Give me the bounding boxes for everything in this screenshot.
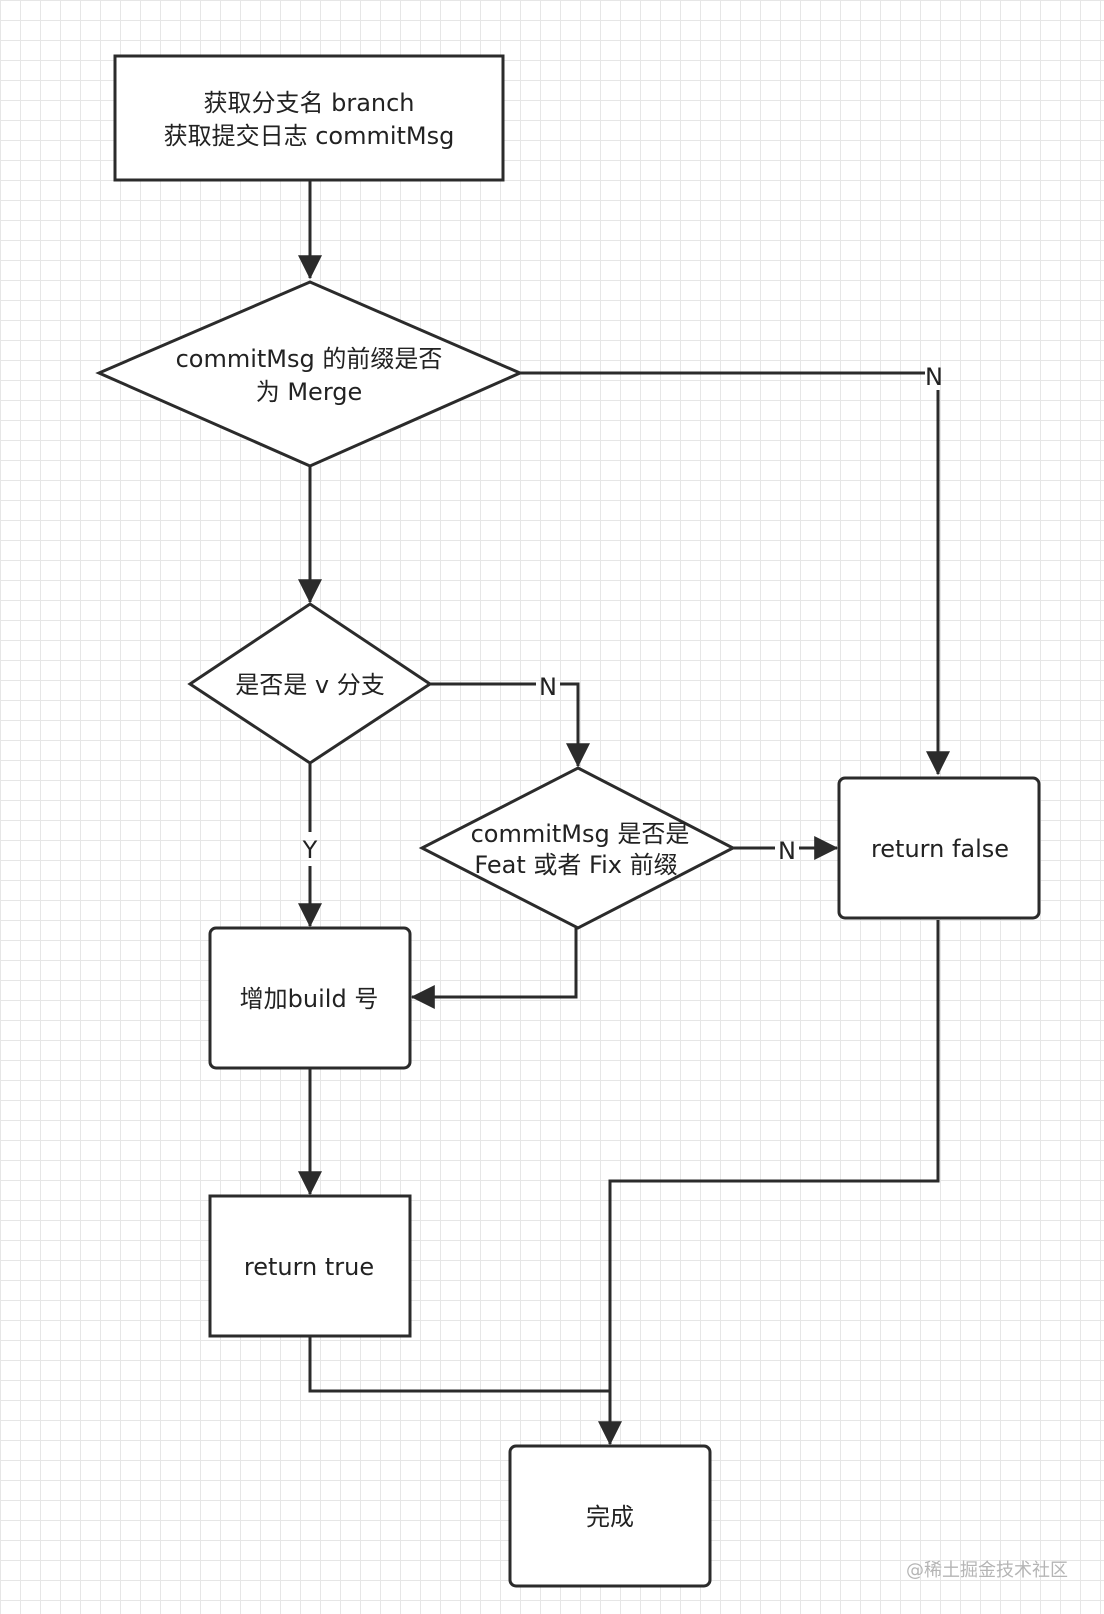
edge-label-feat-fix-no: N (778, 837, 796, 865)
node-increment-build-box (208, 926, 412, 1070)
node-check-feat-fix-diamond (418, 766, 737, 930)
node-get-info: 获取分支名 branch 获取提交日志 commitMsg (113, 54, 505, 182)
node-return-false-box (837, 776, 1041, 920)
node-return-true: return true (208, 1194, 412, 1338)
node-check-merge-line2: 为 Merge (256, 378, 363, 406)
node-check-v-branch-label: 是否是 v 分支 (235, 671, 384, 699)
node-return-true-label: return true (244, 1253, 374, 1281)
node-return-true-box (208, 1194, 412, 1338)
node-return-false-label: return false (871, 835, 1009, 863)
edge-false-to-done (598, 920, 940, 1446)
node-increment-build: 增加build 号 (208, 926, 412, 1070)
edge-vbranch-no-down (560, 682, 590, 768)
edge-label-v-branch-yes: Y (302, 836, 318, 864)
node-increment-build-label: 增加build 号 (240, 985, 379, 1013)
edge-label-merge-no: N (925, 363, 943, 391)
edge-label-v-branch-no: N (539, 673, 557, 701)
node-get-info-box (113, 54, 505, 182)
node-return-false: return false (837, 776, 1041, 920)
edge-true-to-done (308, 1336, 610, 1393)
node-check-feat-fix-line1: commitMsg 是否是 (471, 820, 690, 848)
node-check-feat-fix: commitMsg 是否是 Feat 或者 Fix 前缀 (418, 766, 737, 930)
node-check-merge-line1: commitMsg 的前缀是否 (176, 345, 443, 373)
node-check-v-branch-diamond (187, 602, 433, 765)
node-get-info-line1: 获取分支名 branch (203, 89, 414, 117)
node-done: 完成 (508, 1444, 712, 1588)
node-done-label: 完成 (586, 1503, 634, 1531)
node-get-info-line2: 获取提交日志 commitMsg (164, 122, 455, 150)
edge-featfix-yes-to-build (410, 928, 578, 1009)
node-check-merge: commitMsg 的前缀是否 为 Merge (95, 280, 524, 468)
node-check-v-branch: 是否是 v 分支 (187, 602, 433, 765)
node-check-feat-fix-line2: Feat 或者 Fix 前缀 (474, 851, 677, 879)
watermark-text: @稀土掘金技术社区 (906, 1560, 1068, 1581)
node-check-merge-diamond (95, 280, 524, 468)
node-done-box (508, 1444, 712, 1588)
